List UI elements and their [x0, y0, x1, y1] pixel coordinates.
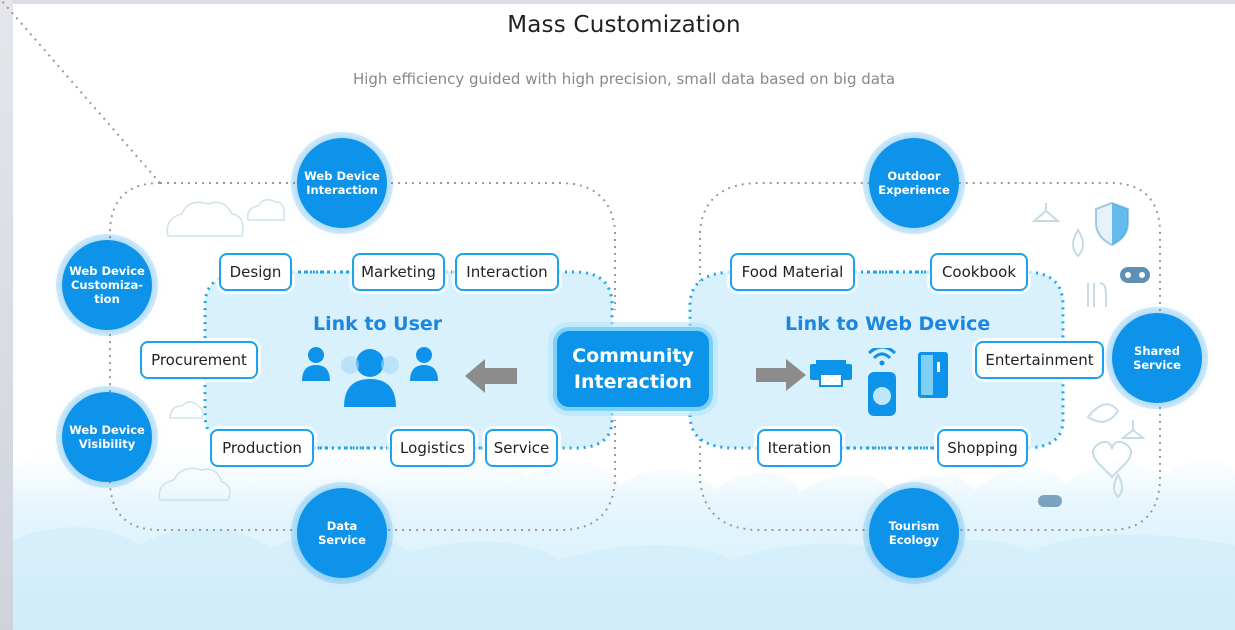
window-frame-top	[0, 0, 1235, 4]
user-group-icon	[302, 347, 438, 407]
node-cookbook: Cookbook	[930, 253, 1028, 291]
left-panel	[203, 270, 614, 450]
smart-speaker-icon	[867, 348, 897, 416]
left-outer-outline	[0, 0, 616, 531]
node-design: Design	[219, 253, 292, 291]
node-service: Service	[485, 429, 558, 467]
fork-knife-icon	[1087, 282, 1107, 307]
arrow-left-icon	[465, 359, 517, 393]
circle-data-service: Data Service	[297, 488, 387, 578]
node-production: Production	[210, 429, 314, 467]
node-connectors	[292, 270, 937, 450]
window-frame-left	[0, 0, 13, 630]
circle-shared-service: Shared Service	[1112, 313, 1202, 403]
decorative-icons	[1031, 201, 1150, 507]
node-interaction: Interaction	[455, 253, 559, 291]
page-title: Mass Customization	[507, 12, 741, 38]
circle-tourism-ecology: Tourism Ecology	[869, 488, 959, 578]
link-to-web-device-label: Link to Web Device	[785, 313, 991, 335]
node-iteration: Iteration	[757, 429, 842, 467]
hanger-icon	[1031, 203, 1061, 222]
circle-web-device-visibility: Web Device Visibility	[62, 392, 152, 482]
heart-icon	[1092, 440, 1132, 479]
water-drop-icon	[1072, 228, 1084, 258]
arrow-right-icon	[756, 359, 806, 391]
circle-web-device-customization: Web Device Customiza- tion	[62, 240, 152, 330]
gamepad-icon	[1120, 267, 1150, 283]
cloud-icon	[1038, 495, 1062, 507]
printer-icon	[810, 360, 852, 387]
node-entertainment: Entertainment	[975, 341, 1104, 379]
node-logistics: Logistics	[390, 429, 475, 467]
circle-outdoor-experience: Outdoor Experience	[869, 138, 959, 228]
node-food-material: Food Material	[730, 253, 855, 291]
right-panel	[688, 270, 1065, 450]
community-interaction-box: Community Interaction	[553, 327, 713, 411]
circle-web-device-interaction: Web Device Interaction	[297, 138, 387, 228]
community-interaction-label: Community Interaction	[572, 345, 694, 393]
page-subtitle: High efficiency guided with high precisi…	[352, 70, 896, 88]
leaf-icon	[1086, 403, 1120, 423]
link-to-user-label: Link to User	[313, 313, 443, 335]
doodle-clouds	[158, 199, 286, 501]
node-procurement: Procurement	[140, 341, 258, 379]
node-marketing: Marketing	[352, 253, 445, 291]
shield-icon	[1095, 201, 1129, 247]
node-shopping: Shopping	[937, 429, 1028, 467]
fridge-icon	[918, 352, 948, 398]
right-outer-outline	[699, 182, 1161, 531]
